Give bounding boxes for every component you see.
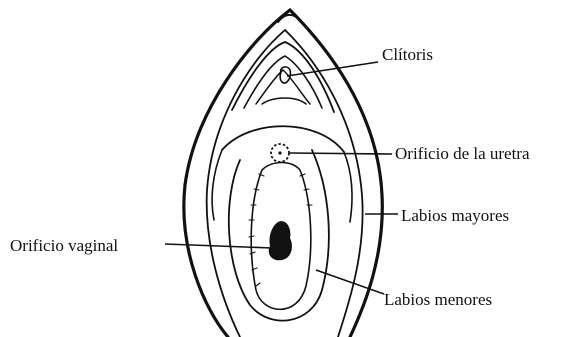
label-clitoris: Clítoris — [382, 45, 433, 64]
label-labia-minora: Labios menores — [384, 290, 492, 309]
leader-urethra — [290, 153, 392, 154]
leader-vaginal — [165, 244, 272, 248]
label-urethra: Orificio de la uretra — [395, 144, 530, 163]
label-vaginal-opening: Orificio vaginal — [10, 236, 118, 255]
vestibule-upper-arc — [222, 126, 344, 152]
leader-clitoris — [287, 62, 378, 76]
vaginal-orifice — [269, 221, 292, 260]
urethra-center — [278, 151, 281, 154]
hood-base — [262, 98, 306, 104]
vestibule-right-rim — [344, 152, 352, 222]
label-labia-majora: Labios mayores — [401, 206, 509, 225]
vestibule-left-rim — [212, 150, 222, 220]
